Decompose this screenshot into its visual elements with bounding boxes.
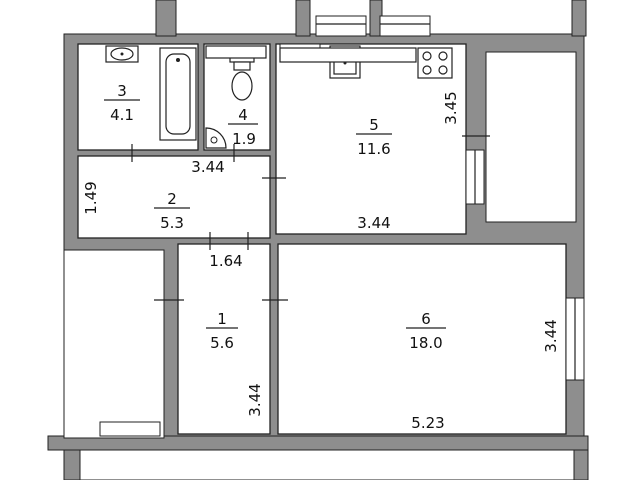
stove-icon	[417, 47, 453, 79]
room-4-area: 1.9	[232, 130, 256, 148]
room-2-number: 2	[167, 190, 177, 208]
sink-icon	[105, 45, 139, 63]
room-2-corridor	[77, 155, 271, 239]
exterior-right-gap	[485, 51, 577, 223]
door-marks	[131, 135, 490, 301]
dim-hall-width: 3.44	[191, 158, 224, 176]
dim-kitchen-width: 3.44	[357, 214, 390, 232]
dim-corridor-height: 1.49	[82, 181, 100, 214]
handbasin-icon	[205, 127, 227, 149]
room-3-number: 3	[117, 82, 127, 100]
dim-corridor-width: 1.64	[209, 252, 242, 270]
room-3-area: 4.1	[110, 106, 134, 124]
room-number-underlines	[104, 99, 446, 329]
room-6-living	[277, 243, 567, 435]
exterior-left-gap	[63, 249, 165, 439]
room-2-area: 5.3	[160, 214, 184, 232]
room-5-number: 5	[369, 116, 379, 134]
toilet-shelf	[205, 45, 267, 59]
dim-living-height: 3.44	[542, 319, 560, 352]
room-1-hall	[177, 243, 271, 435]
room-6-area: 18.0	[409, 334, 442, 352]
kitchen-counter	[279, 47, 417, 63]
dim-entry-height: 3.44	[246, 383, 264, 416]
dim-kitchen-height: 3.45	[442, 91, 460, 124]
room-6-number: 6	[421, 310, 431, 328]
room-4-number: 4	[238, 106, 248, 124]
room-1-number: 1	[217, 310, 227, 328]
exterior-bottom	[79, 449, 575, 480]
windows	[99, 15, 585, 437]
room-1-area: 5.6	[210, 334, 234, 352]
bathtub-icon	[159, 47, 197, 141]
room-5-area: 11.6	[357, 140, 390, 158]
dim-living-width: 5.23	[411, 414, 444, 432]
